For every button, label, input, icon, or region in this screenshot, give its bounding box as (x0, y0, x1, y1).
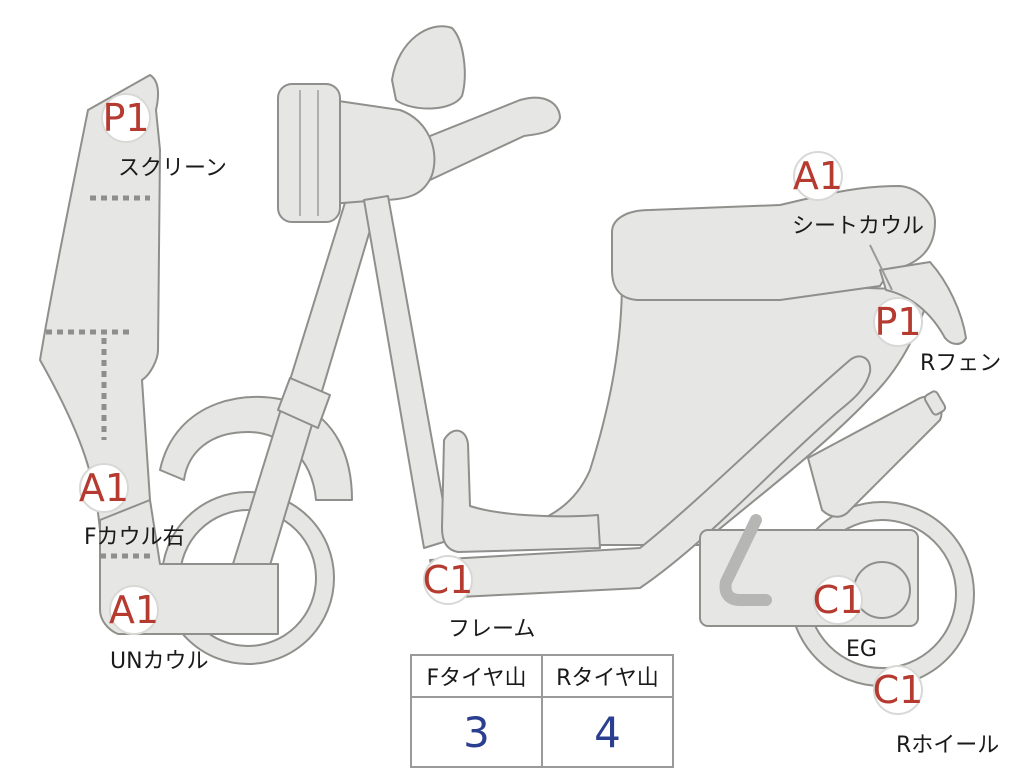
front-tire-value: 3 (410, 696, 543, 768)
badge-label: フレーム (448, 617, 535, 642)
handlebar (419, 96, 561, 181)
badge-label: シートカウル (792, 214, 924, 239)
badge-grade: A1 (793, 154, 843, 198)
fork-clamp (277, 377, 331, 429)
badge-label: Fカウル右 (84, 525, 185, 550)
badge-label: UNカウル (110, 649, 209, 674)
exhaust-pipe (719, 514, 772, 606)
badge-label: EG (846, 637, 877, 662)
front-tire-header: Fタイヤ山 (410, 654, 543, 698)
rear-tail (879, 261, 967, 345)
badge-grade: P1 (102, 96, 149, 140)
badge-grade: A1 (79, 466, 129, 510)
badge-screen: P1 スクリーン (101, 93, 227, 181)
frame-down-tube (363, 195, 451, 549)
tire-tread-table: Fタイヤ山 Rタイヤ山 3 4 (410, 654, 674, 768)
badge-grade: C1 (423, 558, 474, 602)
badge-grade: A1 (109, 588, 159, 632)
badge-grade: C1 (813, 578, 864, 622)
badge-frame: C1 フレーム (423, 555, 535, 642)
badge-un-cowl: A1 UNカウル (109, 585, 209, 674)
front-cowl-panel (39, 74, 161, 531)
frame-lower-rail (429, 355, 872, 599)
rear-tire-header: Rタイヤ山 (541, 654, 674, 698)
badge-label: スクリーン (118, 156, 227, 181)
badge-r-wheel: C1 Rホイール (873, 665, 999, 758)
badge-label: Rホイール (896, 733, 999, 758)
seat (611, 185, 936, 301)
badge-f-cowl-right: A1 Fカウル右 (79, 463, 185, 550)
rear-tire-value: 4 (541, 696, 674, 768)
badge-grade: P1 (874, 300, 921, 344)
badge-label: Rフェン (920, 351, 1001, 376)
badge-r-fender: P1 Rフェン (873, 297, 1001, 376)
head-lamp-housing (277, 83, 341, 223)
head-block (317, 97, 436, 206)
badge-seat-cowl: A1 シートカウル (792, 151, 924, 239)
frame-floor (441, 429, 601, 553)
rear-shock-pin (923, 390, 947, 416)
badge-grade: C1 (873, 668, 924, 712)
badge-engine: C1 EG (813, 575, 877, 662)
headlight (391, 25, 466, 110)
